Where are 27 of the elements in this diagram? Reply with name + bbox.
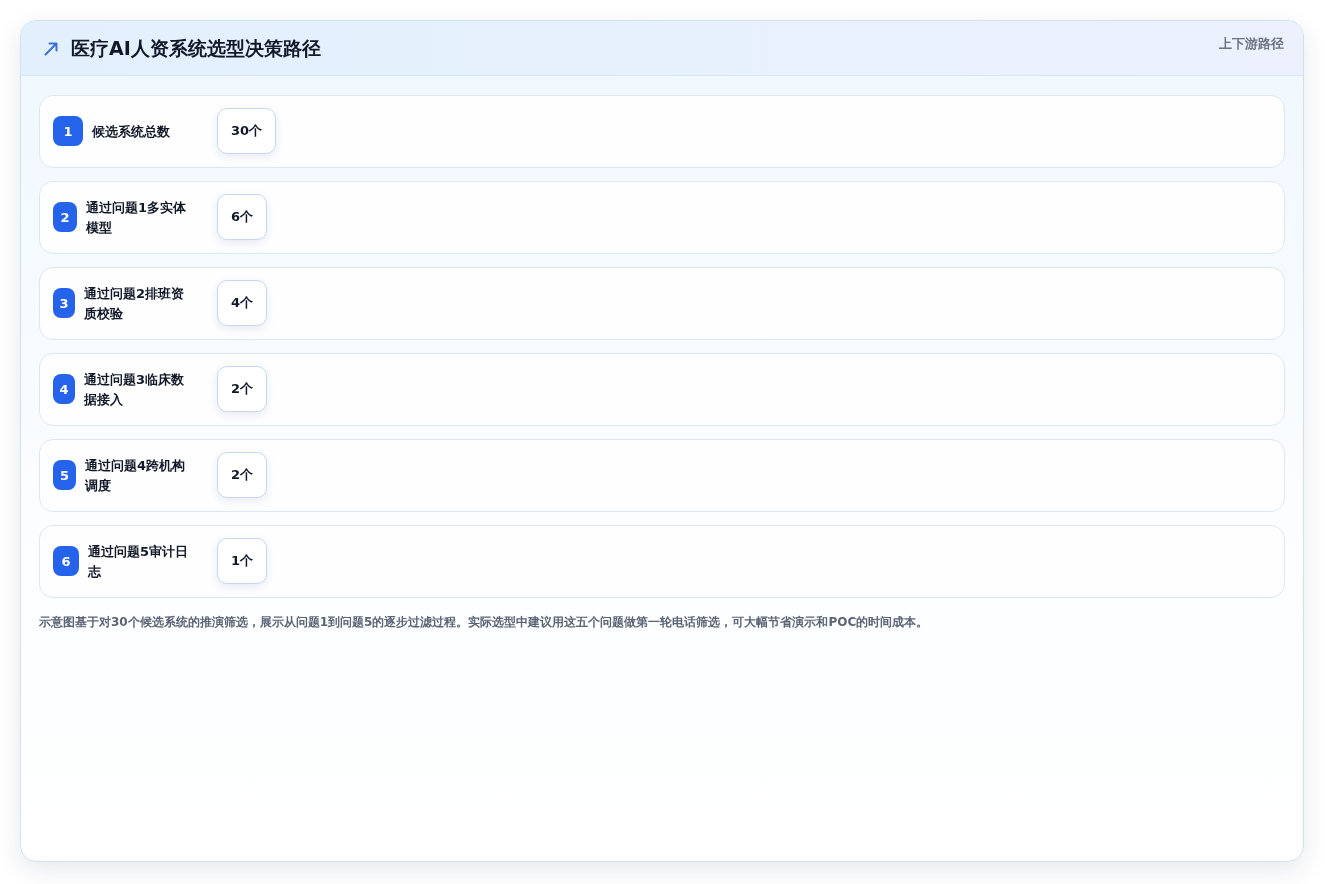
stage-row	[39, 181, 1285, 254]
stage-label: 通过问题1多实体模型	[86, 198, 188, 237]
stage-label: 通过问题2排班资质校验	[84, 284, 186, 323]
stage-label: 通过问题3临床数据接入	[84, 370, 186, 409]
stage-label: 通过问题5审计日志	[88, 542, 190, 581]
count-box: 4个	[217, 280, 268, 326]
step-badge: 5	[53, 460, 76, 490]
count-box: 2个	[217, 452, 268, 498]
count-box: 6个	[217, 194, 268, 240]
stage-row	[39, 525, 1285, 598]
stage-row	[39, 353, 1285, 426]
step-badge: 1	[53, 116, 83, 146]
step-badge: 3	[53, 288, 75, 318]
stage-label: 候选系统总数	[92, 122, 171, 141]
header-note: 上下游路径	[1219, 35, 1284, 53]
caption-note: 示意图基于对30个候选系统的推演筛选，展示从问题1到问题5的逐步过滤过程。实际选型中建议用这五个问题做第一轮电话筛选，可大幅节省演示和POC的时间成本。	[39, 614, 929, 631]
step-badge: 4	[53, 374, 75, 404]
count-box: 30个	[217, 108, 277, 154]
count-box: 1个	[217, 538, 268, 584]
diagram-title: 医疗AI人资系统选型决策路径	[71, 36, 321, 61]
count-box: 2个	[217, 366, 268, 412]
step-badge: 6	[53, 546, 79, 576]
step-badge: 2	[53, 202, 77, 232]
stage-row	[39, 95, 1285, 168]
stage-row	[39, 439, 1285, 512]
stage-label: 通过问题4跨机构调度	[85, 456, 187, 495]
stage-row	[39, 267, 1285, 340]
